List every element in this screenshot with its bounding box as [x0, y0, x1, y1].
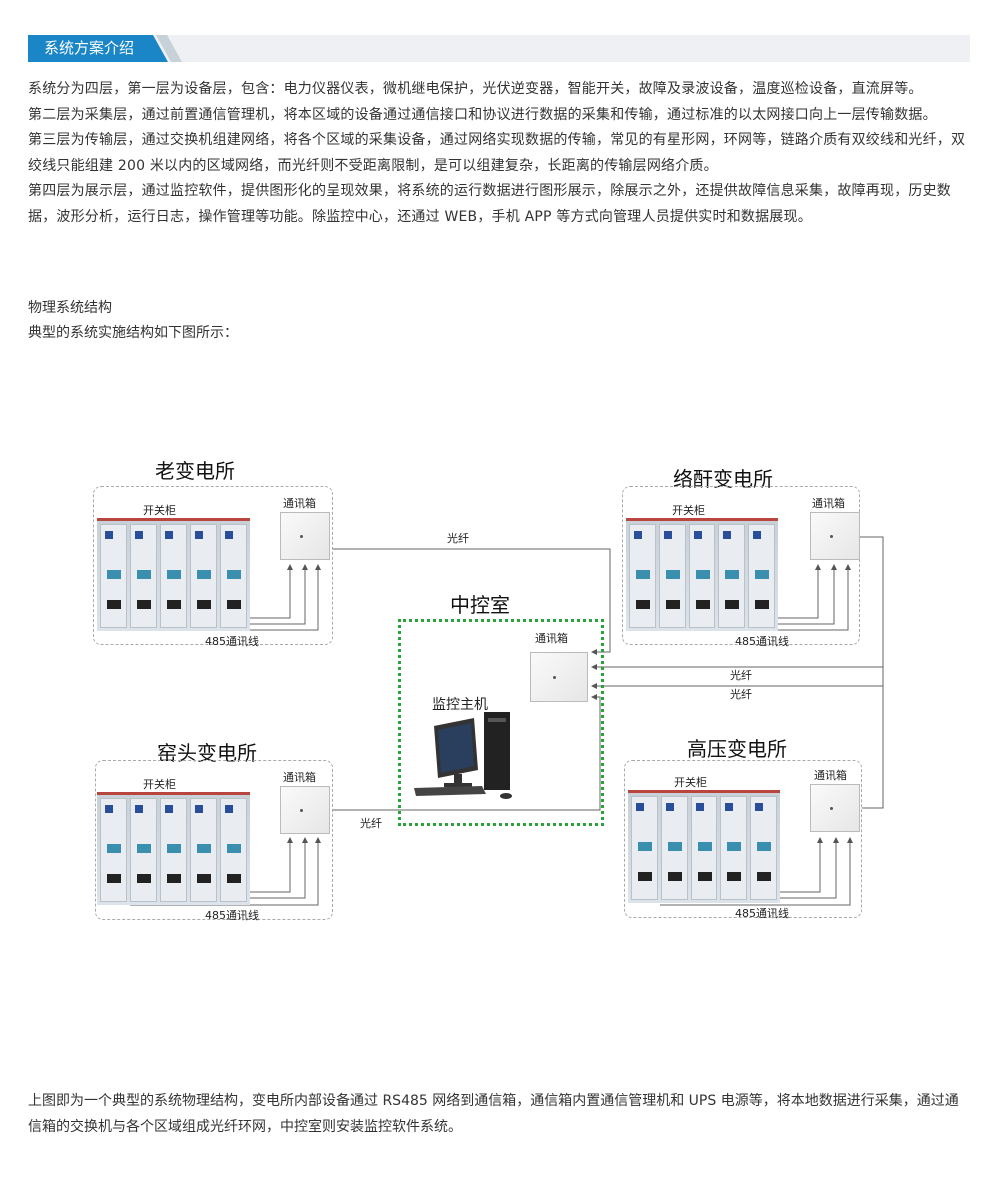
rs485-label: 485通讯线	[735, 635, 789, 648]
cabinet-label: 开关柜	[672, 504, 705, 517]
comm-box-label: 通讯箱	[283, 497, 316, 510]
station-yaotou	[95, 760, 333, 920]
intro-paragraph: 第二层为采集层，通过前置通信管理机，将本区域的设备通过通信接口和协议进行数据的采…	[28, 106, 937, 123]
rs485-label: 485通讯线	[735, 907, 789, 920]
comm-box-label: 通讯箱	[814, 769, 847, 782]
station-title: 络酐变电所	[673, 467, 773, 491]
comm-box-label: 通讯箱	[283, 771, 316, 784]
switchgear-image	[626, 518, 778, 631]
comm-box-image	[530, 652, 588, 702]
station-title: 高压变电所	[687, 737, 787, 761]
cabinet-label: 开关柜	[143, 504, 176, 517]
section-header-title: 系统方案介绍	[28, 35, 168, 62]
section-subtitle: 典型的系统实施结构如下图所示：	[28, 325, 238, 341]
section-header: 系统方案介绍	[28, 35, 970, 62]
station-high-voltage	[624, 760, 862, 918]
switchgear-image	[97, 518, 250, 631]
cabinet-label: 开关柜	[674, 776, 707, 789]
intro-paragraph: 系统分为四层，第一层为设备层，包含：电力仪器仪表，微机继电保护，光伏逆变器，智能…	[28, 81, 923, 97]
comm-box-image	[280, 512, 330, 560]
comm-box-label: 通讯箱	[535, 632, 568, 645]
computer-icon	[414, 712, 512, 799]
fiber-label: 光纤	[360, 817, 382, 830]
control-room-title: 中控室	[450, 593, 510, 617]
station-title: 窑头变电所	[157, 741, 257, 765]
fiber-label: 光纤	[447, 532, 469, 545]
station-old	[93, 486, 333, 645]
comm-box-image	[810, 512, 860, 560]
intro-paragraph: 第四层为展示层，通过监控软件，提供图形化的呈现效果，将系统的运行数据进行图形展示…	[28, 183, 951, 225]
fiber-label: 光纤	[730, 688, 752, 701]
rs485-label: 485通讯线	[205, 909, 259, 922]
control-room-box	[398, 619, 604, 826]
section-title: 物理系统结构	[28, 300, 112, 316]
switchgear-image	[628, 790, 780, 903]
fiber-label: 光纤	[730, 669, 752, 682]
rs485-label: 485通讯线	[205, 635, 259, 648]
intro-text: 系统分为四层，第一层为设备层，包含：电力仪器仪表，微机继电保护，光伏逆变器，智能…	[28, 77, 978, 230]
switchgear-image	[97, 792, 250, 905]
station-title: 老变电所	[155, 459, 235, 483]
comm-box-label: 通讯箱	[812, 497, 845, 510]
host-label: 监控主机	[432, 697, 488, 713]
comm-box-image	[810, 784, 860, 832]
intro-paragraph: 第三层为传输层，通过交换机组建网络，将各个区域的采集设备，通过网络实现数据的传输…	[28, 132, 966, 174]
station-luozhuo	[622, 486, 860, 645]
comm-box-image	[280, 786, 330, 834]
cabinet-label: 开关柜	[143, 778, 176, 791]
footer-text: 上图即为一个典型的系统物理结构，变电所内部设备通过 RS485 网络到通信箱，通…	[28, 1093, 959, 1135]
